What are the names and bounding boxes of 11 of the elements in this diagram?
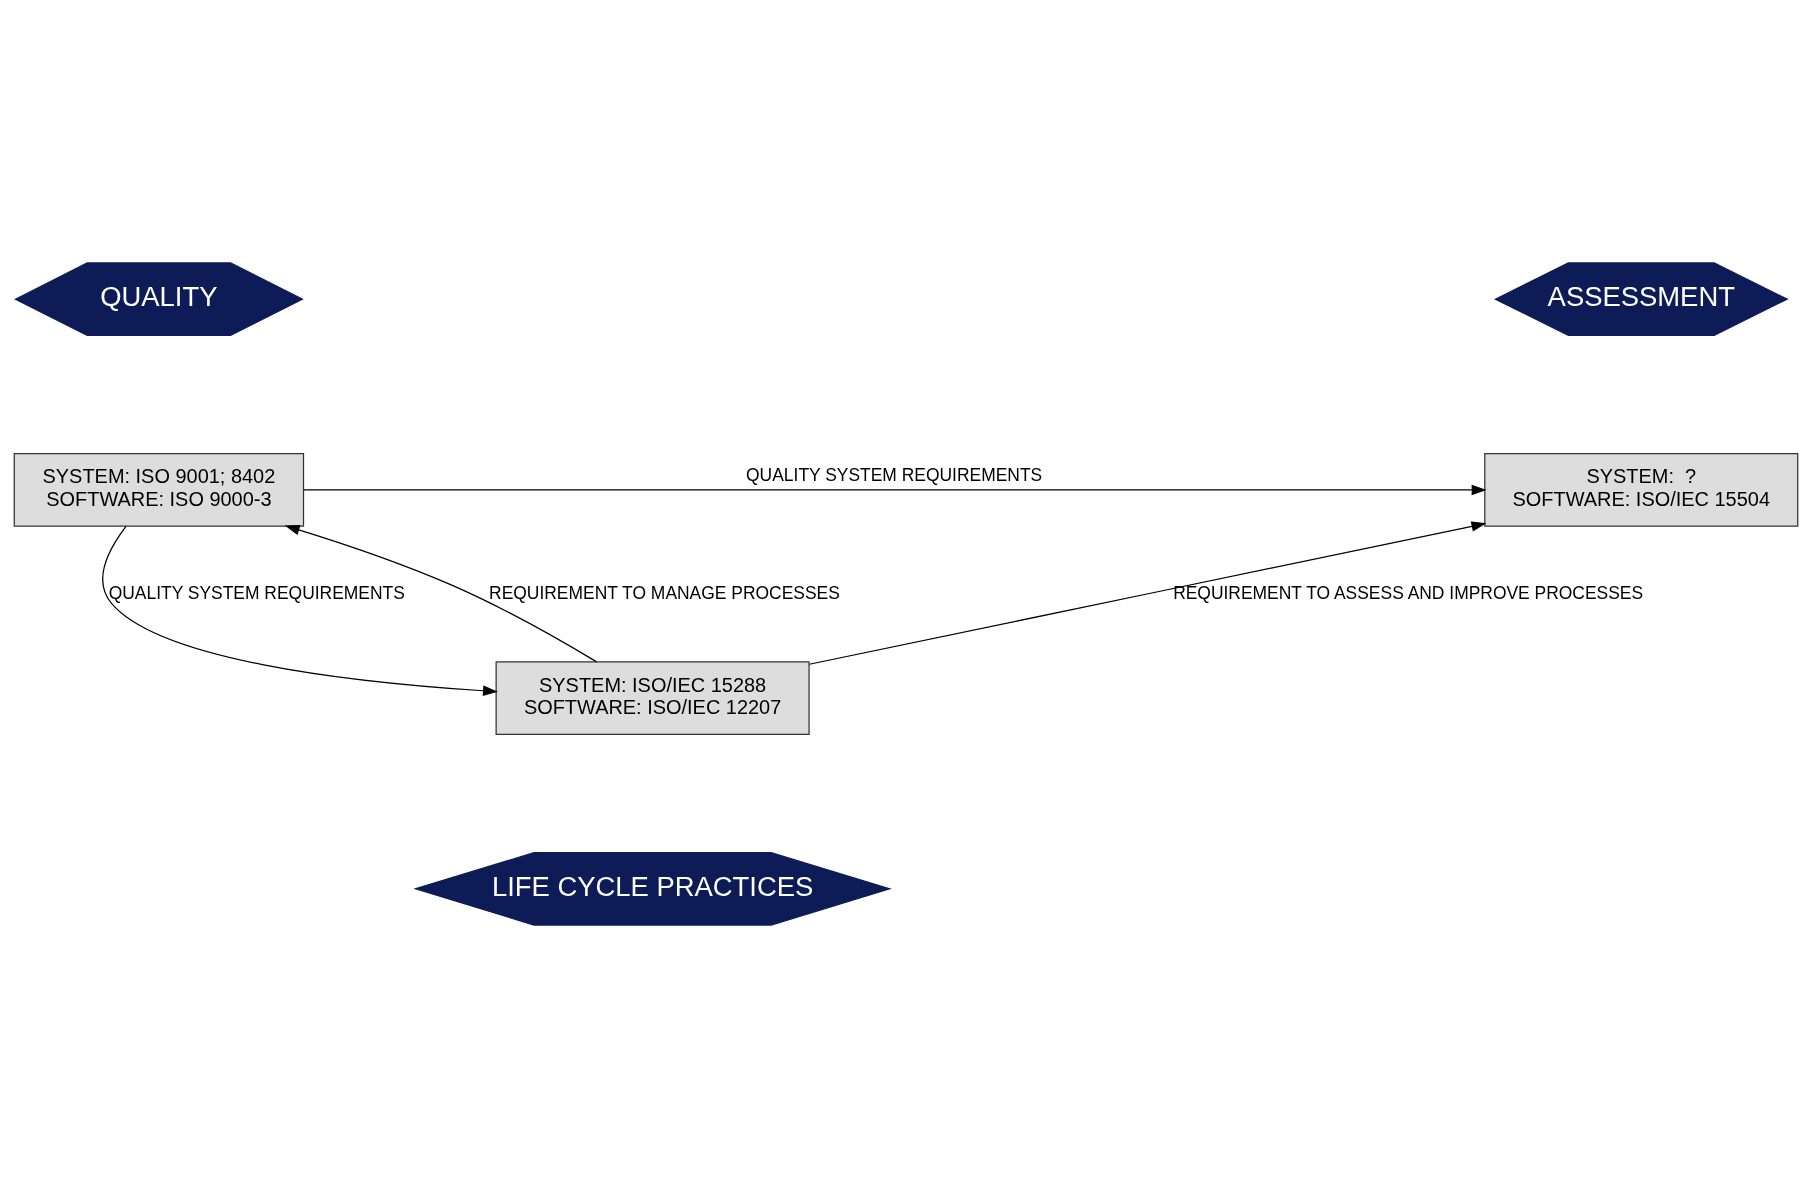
edge-label: QUALITY SYSTEM REQUIREMENTS — [746, 465, 1043, 486]
node-box: SYSTEM: ? SOFTWARE: ISO/IEC 15504 — [1484, 453, 1799, 527]
node-box: SYSTEM: ISO 9001; 8402 SOFTWARE: ISO 9000-3 — [13, 453, 305, 527]
arrow — [808, 521, 1487, 665]
edge-label: REQUIREMENT TO MANAGE PROCESSES — [489, 582, 840, 603]
edge-label: QUALITY SYSTEM REQUIREMENTS — [108, 582, 405, 603]
arrow — [284, 524, 598, 663]
arrow — [102, 525, 498, 696]
edge-label: REQUIREMENT TO ASSESS AND IMPROVE PROCESSES — [1173, 582, 1644, 603]
arrow — [303, 484, 1487, 496]
node-box: SYSTEM: ISO/IEC 15288 SOFTWARE: ISO/IEC 12207 — [495, 661, 810, 735]
